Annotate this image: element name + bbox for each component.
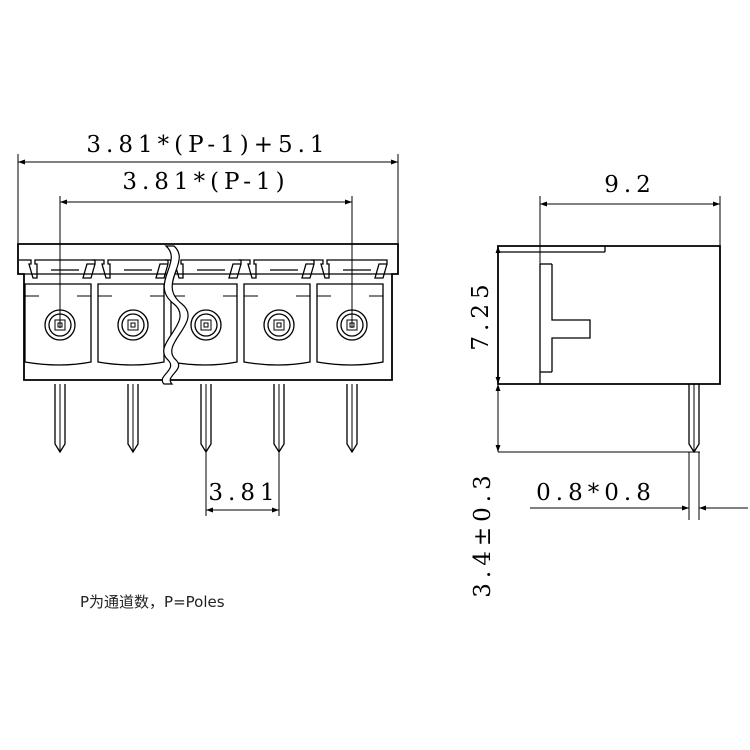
pin-length-label: 3.4±0.3 [470, 470, 496, 597]
housing-outline [17, 243, 399, 381]
pole-cavity [24, 283, 92, 366]
pole-top-profile [311, 259, 388, 279]
screw-inner-ring [194, 313, 218, 337]
dim-depth: 9.2 [539, 172, 721, 264]
screw-square-center [130, 322, 136, 328]
break-line [161, 245, 189, 385]
dim-pitch: 3.81 [205, 440, 280, 516]
screw-square-socket [273, 319, 285, 331]
poles [19, 259, 388, 454]
overall-width-label: 3.81*(P-1)+5.1 [86, 132, 329, 158]
pole-cavity [97, 283, 165, 366]
front-view [17, 243, 399, 454]
dim-pin-length: 3.4±0.3 [470, 384, 700, 598]
screw-inner-ring [121, 313, 145, 337]
body-height-label: 7.25 [468, 279, 494, 350]
screw-inner-ring [267, 313, 291, 337]
screw-outer-ring [263, 309, 295, 341]
pitch-label: 3.81 [208, 480, 279, 506]
screw-outer-ring [190, 309, 222, 341]
screw-outer-ring [117, 309, 149, 341]
poles-note: P为通道数，P=Poles [80, 593, 225, 611]
pole-top-profile [92, 259, 169, 279]
screw-square-socket [200, 319, 212, 331]
pin-span-label: 3.81*(P-1) [122, 169, 289, 195]
side-view [497, 245, 721, 454]
dim-pin-span: 3.81*(P-1) [59, 169, 353, 328]
pole-cavity [243, 283, 311, 366]
screw-square-center [276, 322, 282, 328]
depth-label: 9.2 [604, 172, 656, 198]
dim-body-height: 7.25 [468, 246, 501, 384]
dim-overall-width: 3.81*(P-1)+5.1 [17, 132, 399, 244]
pole-cavity [316, 283, 384, 366]
pole-top-profile [19, 259, 96, 279]
screw-square-center [203, 322, 209, 328]
pole-top-profile [238, 259, 315, 279]
screw-square-socket [127, 319, 139, 331]
side-outline [497, 245, 721, 385]
dim-pin-section: 0.8*0.8 [530, 452, 748, 520]
pin-section-label: 0.8*0.8 [536, 480, 656, 506]
